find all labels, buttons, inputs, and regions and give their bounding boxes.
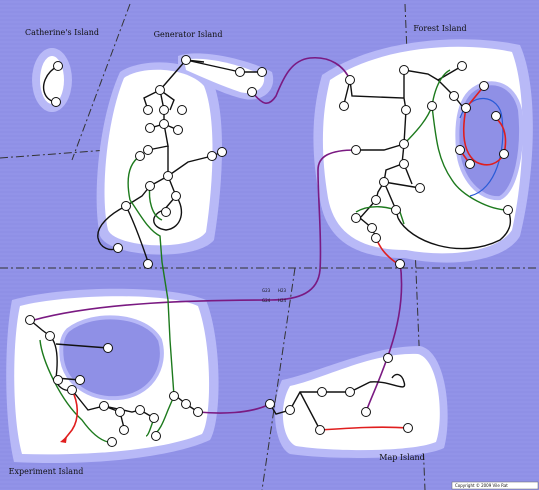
grid-markers: G23 H23 G24 H24 [262,288,287,303]
label-generator-island: Generator Island [154,30,223,39]
label-forest-island: Forest Island [413,24,466,33]
grid-marker: G23 [262,288,271,293]
route-arrow [60,436,67,443]
route-nodes [25,55,513,447]
route-blue [459,97,504,197]
grid-marker: H24 [278,298,287,303]
grid-marker: H23 [278,288,287,293]
label-catherines-island: Catherine's Island [25,28,99,37]
lakes [59,81,523,401]
copyright-box [451,481,539,490]
routes-purple [33,56,403,414]
copyright-text: Copyright © 2009 Vile Rat [455,483,508,488]
grid-marker: G24 [262,298,271,303]
label-experiment-island: Experiment Island [9,467,84,476]
label-map-island: Map Island [379,453,425,462]
